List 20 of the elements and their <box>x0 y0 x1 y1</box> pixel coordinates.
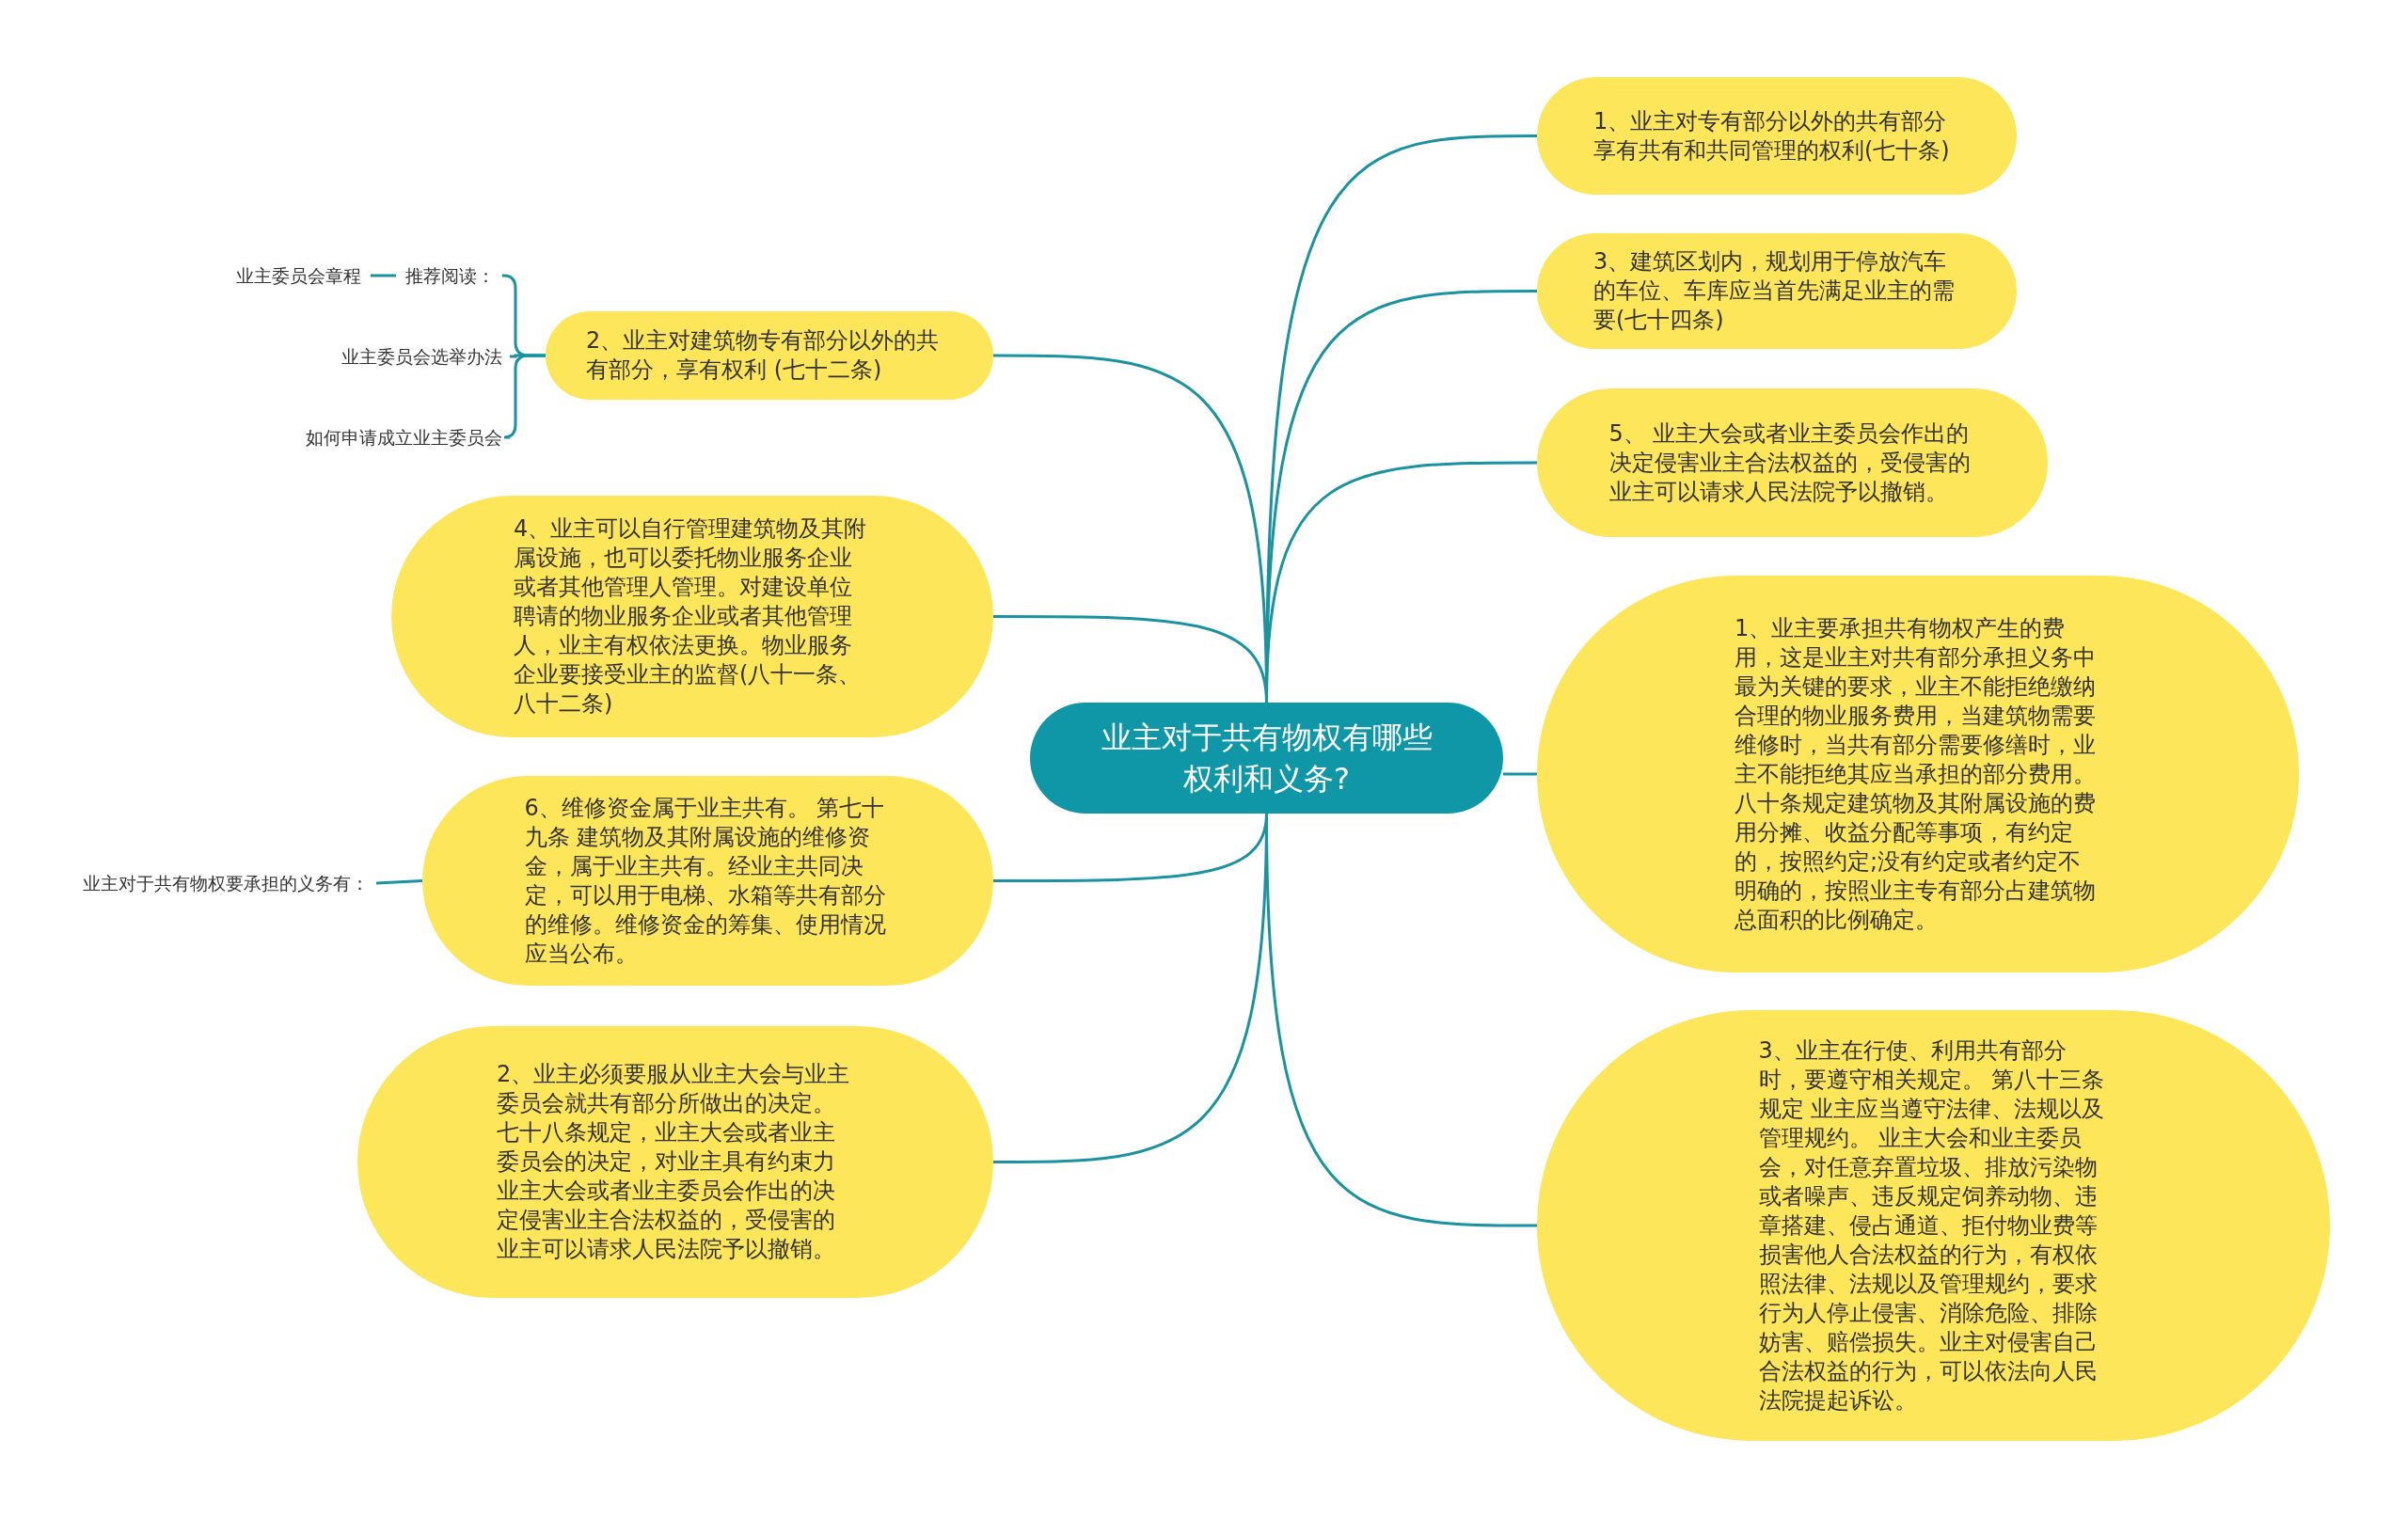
topic-bubble: 3、业主在行使、利用共有部分时，要遵守相关规定。 第八十三条规定 业主应当遵守法律、法规以及管理规约。 业主大会和业主委员会，对任意弃置垃圾、排放污染物或者噪声、违反规定饲养动物、违章搭建、侵占通道、拒付物业费等损害他人合法权益的行为，有权依照法律、法规以及管理规约，要求行为人停止侵害、消除危险、排除妨害、赔偿损失。业主对侵害自己合法权益的行为，可以依法向人民法院提起诉讼。 <box>1537 1010 2330 1441</box>
topic-bubble: 2、业主对建筑物专有部分以外的共有部分，享有权利 (七十二条) <box>546 311 993 400</box>
connector-line <box>502 354 546 439</box>
connector-line <box>375 879 423 885</box>
topic-text: 业主委员会章程 <box>236 263 361 288</box>
connector-line <box>371 274 396 277</box>
topic-bubble: 4、业主可以自行管理建筑物及其附属设施，也可以委托物业服务企业或者其他管理人管理。对建设单位聘请的物业服务企业或者其他管理人，业主有权依法更换。物业服务企业要接受业主的监督(八十一条、八十二条) <box>391 496 993 737</box>
topic-bubble: 6、维修资金属于业主共有。 第七十九条 建筑物及其附属设施的维修资金，属于业主共有。经业主共同决定，可以用于电梯、水箱等共有部分的维修。维修资金的筹集、使用情况应当公布。 <box>422 776 993 986</box>
topic-text: 业主委员会选举办法 <box>341 344 502 369</box>
connector-line <box>993 615 1268 704</box>
central-topic: 业主对于共有物权有哪些权利和义务? <box>1030 703 1503 814</box>
topic-bubble: 1、业主对专有部分以外的共有部分享有共有和共同管理的权利(七十条) <box>1537 77 2017 195</box>
topic-text: 业主对于共有物权要承担的义务有： <box>83 871 369 895</box>
topic-bubble: 5、 业主大会或者业主委员会作出的决定侵害业主合法权益的，受侵害的业主可以请求人民法院予以撤销。 <box>1537 388 2048 537</box>
topic-bubble: 3、建筑区划内，规划用于停放汽车的车位、车库应当首先满足业主的需要(七十四条) <box>1537 233 2017 349</box>
connector-line <box>1503 772 1537 776</box>
topic-text: 如何申请成立业主委员会 <box>306 425 502 450</box>
topic-bubble: 1、业主要承担共有物权产生的费用，这是业主对共有部分承担义务中最为关键的要求，业主不能拒绝缴纳合理的物业服务费用，当建筑物需要维修时，当共有部分需要修缮时，业主不能拒绝其应当承担的部分费用。八十条规定建筑物及其附属设施的费用分摊、收益分配等事项，有约定的，按照约定;没有约定或者约定不明确的，按照业主专有部分占建筑物总面积的比例确定。 <box>1537 576 2299 972</box>
topic-text: 推荐阅读： <box>405 263 495 288</box>
topic-bubble: 2、业主必须要服从业主大会与业主委员会就共有部分所做出的决定。七十八条规定，业主大会或者业主委员会的决定，对业主具有约束力业主大会或者业主委员会作出的决定侵害业主合法权益的，受侵害的业主可以请求人民法院予以撤销。 <box>357 1026 993 1298</box>
